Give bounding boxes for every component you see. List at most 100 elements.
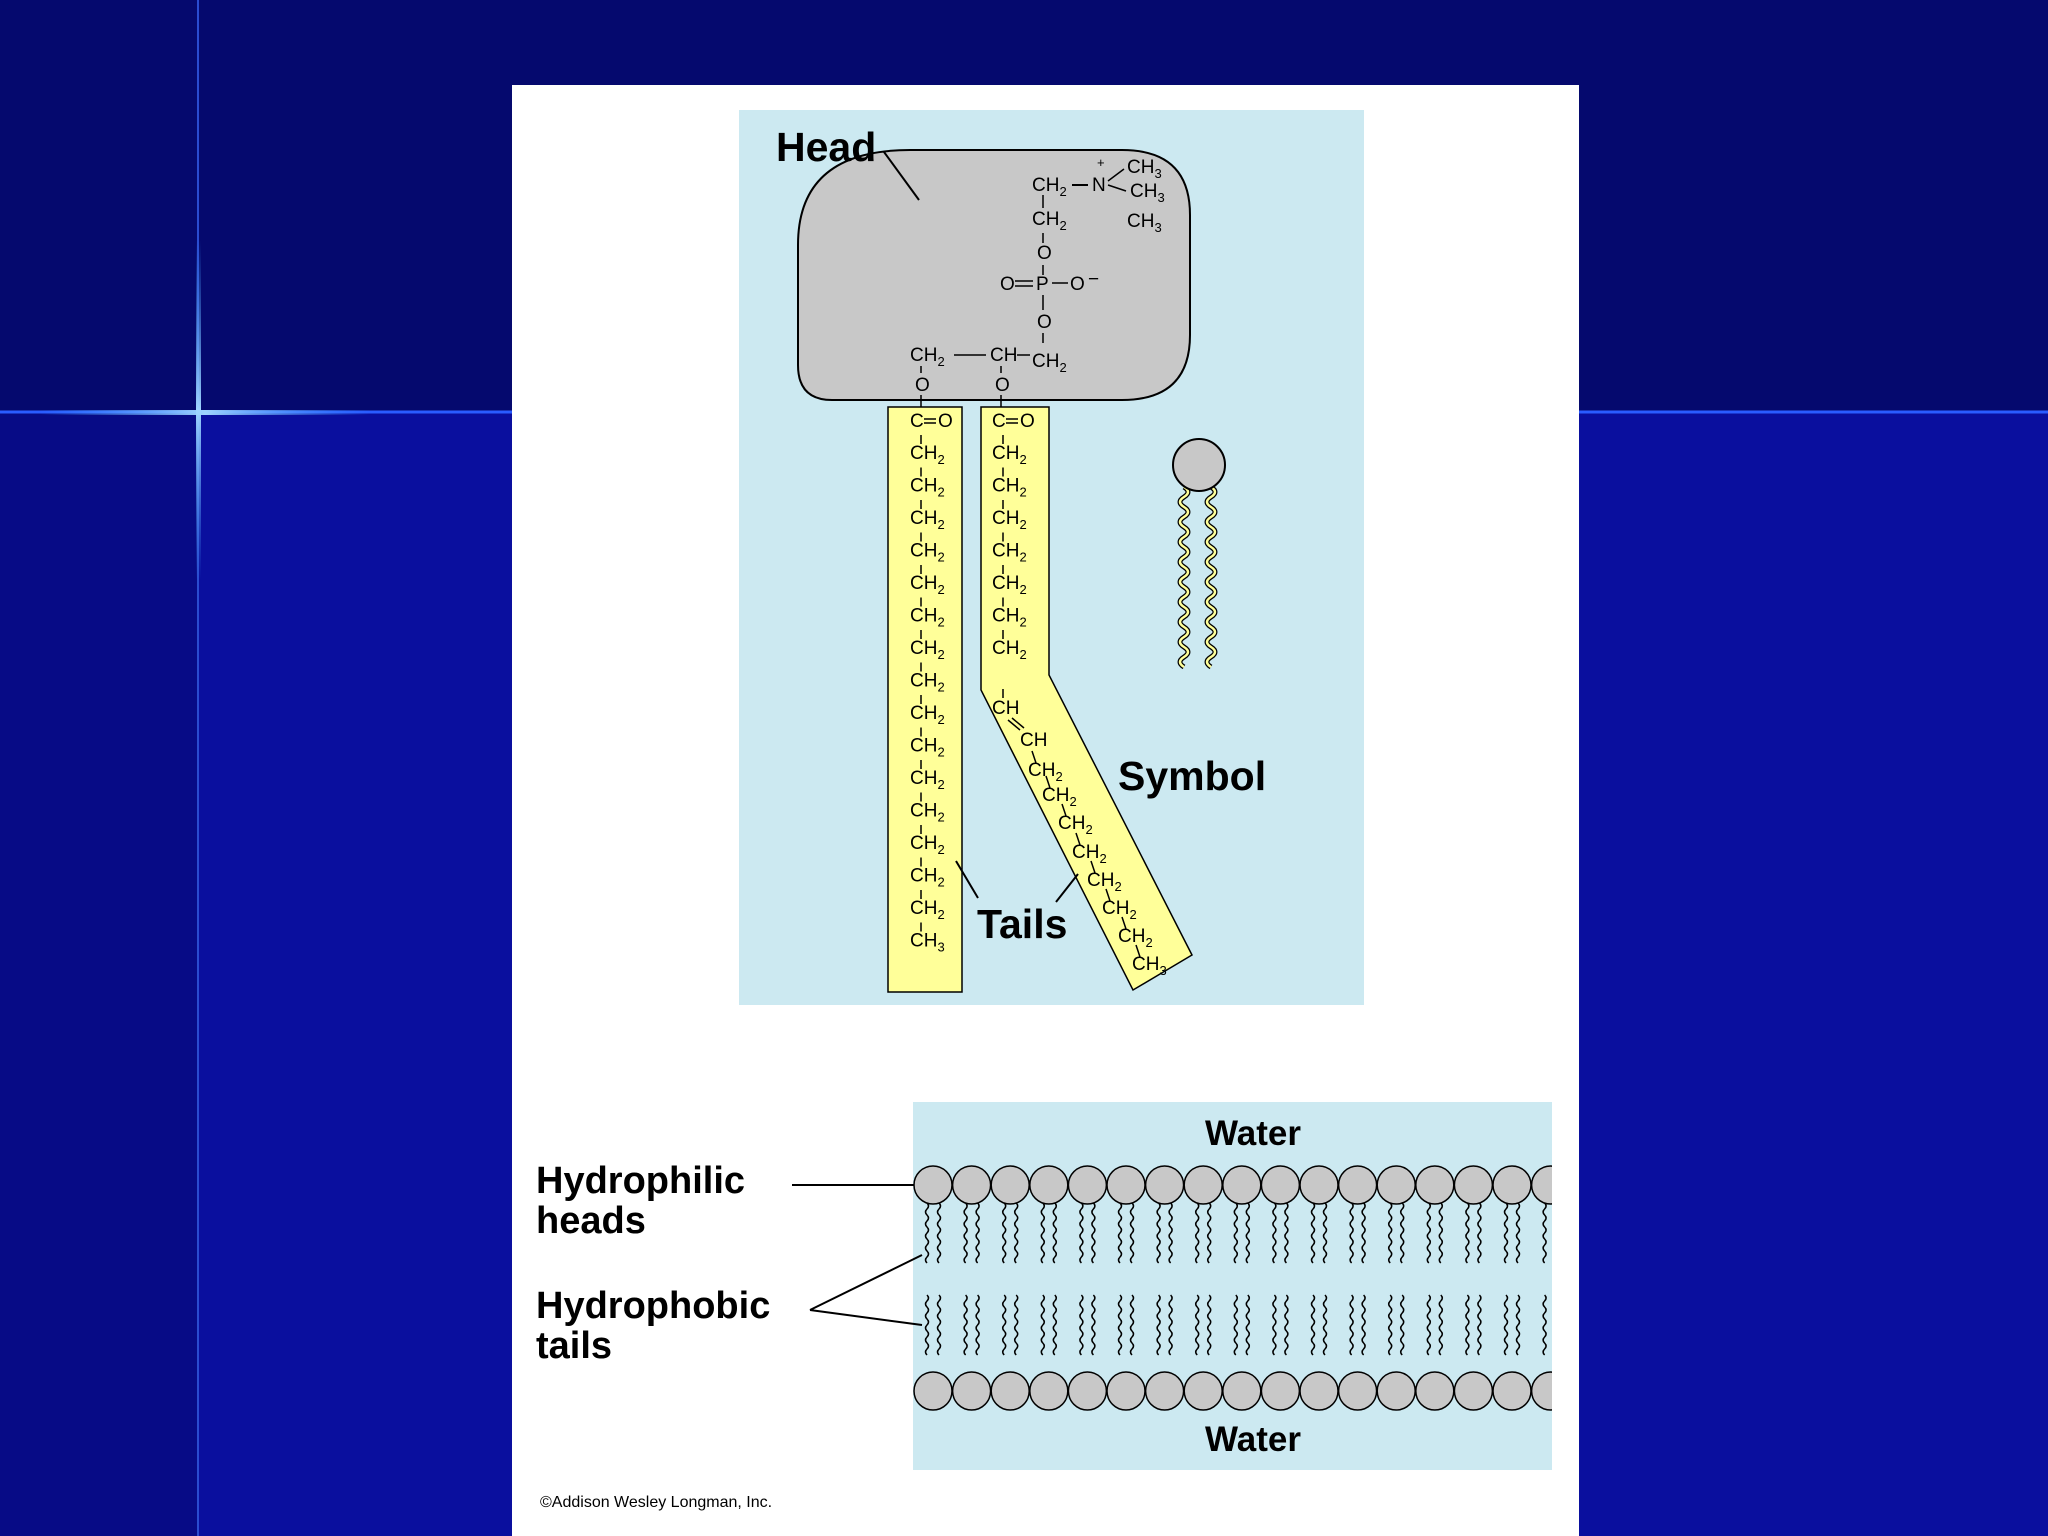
bilayer-head-bottom [913,1371,953,1411]
bilayer-head-top [990,1165,1030,1205]
methylene-group: CH2 [992,573,1027,597]
methyl-group: CH3 [1132,954,1167,978]
head-label: Head [776,124,876,170]
hydrophobic-leader-upper [809,1254,923,1311]
bilayer-tail [924,1294,930,1356]
methylene-group: CH2 [1072,842,1107,866]
svg-text:O: O [1000,274,1015,295]
bilayer-head-bottom [990,1371,1030,1411]
bilayer-tail [1387,1202,1393,1264]
bilayer-head-top [1260,1165,1301,1205]
bilayer-tail [1040,1294,1046,1356]
phospholipid-figure: Head CH2 N + CH3 CH3 CH3 CH2 O O P O − O… [512,85,1579,1536]
tails-leader-right [1055,873,1079,903]
methylene-group: CH2 [910,476,945,500]
tails-leader-left [955,860,979,899]
methylene-group: CH2 [910,541,945,565]
hydrophobic-leader-lower [809,1309,923,1326]
svg-text:P: P [1036,274,1049,295]
methylene-group: CH2 [910,833,945,857]
bilayer-tail [1206,1294,1212,1356]
svg-text:O: O [915,375,930,396]
bilayer-tail [1117,1294,1123,1356]
bilayer-head-bottom [1029,1371,1069,1411]
bilayer-tail [1129,1202,1135,1264]
water-bottom-label: Water [1205,1420,1301,1459]
symbol-head [1172,438,1226,492]
bilayer-head-top [1337,1165,1378,1205]
bilayer-tail [1361,1294,1366,1356]
bilayer-tail [975,1294,980,1356]
head-region [797,149,1191,401]
symbol-label: Symbol [1118,753,1266,799]
bilayer-tail [1052,1202,1058,1264]
bilayer-tail [1052,1294,1058,1356]
svg-text:O: O [995,375,1010,396]
bilayer-head-top [1144,1165,1185,1205]
bilayer-head-top [1415,1165,1455,1205]
bilayer-head-bottom [1106,1371,1146,1411]
bilayer-tail [1322,1202,1328,1264]
bilayer-tail [1001,1202,1007,1264]
bilayer-tail [1079,1294,1084,1356]
hydrophilic-label-line1: Hydrophilic [536,1160,745,1202]
methylene-group: CH2 [992,541,1027,565]
bilayer-head-top [1222,1165,1262,1205]
carbonyl-oxygen: O [1020,411,1035,432]
bilayer-tail [1168,1294,1173,1356]
unsaturated-tail [980,406,1193,992]
svg-text:O: O [1070,274,1085,295]
bilayer-head-bottom [1260,1371,1301,1411]
bilayer-tail [1310,1294,1316,1356]
bilayer-tail [1426,1294,1432,1356]
bilayer-tail [1542,1294,1547,1356]
bilayer-edge-mask [1552,1102,1579,1470]
bilayer-tail [1168,1202,1173,1264]
bilayer-head-top [913,1165,953,1205]
bilayer-head-bottom [1376,1371,1416,1411]
water-top-label: Water [1205,1114,1301,1153]
glycerol-backbone: CH2 CH CH2 O O [910,345,1067,407]
svg-text:O: O [1037,312,1052,333]
bilayer-tail [924,1202,930,1264]
bilayer-tail [1310,1202,1316,1264]
svg-text:−: − [1088,269,1099,290]
svg-text:CH3: CH3 [1130,181,1165,205]
bilayer-head-top [1376,1165,1416,1205]
bilayer-head-top [1453,1165,1494,1205]
bilayer-tail [963,1294,968,1356]
methylene-group: CH2 [992,606,1027,630]
bilayer-tail [1206,1202,1212,1264]
bilayer-head-bottom [1183,1371,1223,1411]
bilayer-tail [1013,1294,1019,1356]
svg-text:CH3: CH3 [1127,211,1162,235]
bilayer-tail [1399,1294,1405,1356]
bilayer-tail [1399,1202,1405,1264]
bilayer-tail [1233,1294,1239,1356]
bilayer-head-bottom [1337,1371,1378,1411]
bilayer-tail [1245,1294,1251,1356]
bilayer-tail [1194,1294,1200,1356]
bilayer-tail [975,1202,980,1264]
bilayer-tail [1515,1294,1521,1356]
copyright-text: ©Addison Wesley Longman, Inc. [540,1494,772,1511]
bilayer-tail [1477,1202,1482,1264]
methylene-group: CH2 [992,443,1027,467]
methylene-group: CH2 [1058,813,1093,837]
alkene-ch: CH [992,698,1019,719]
svg-text:N: N [1092,175,1106,196]
methylene-group: CH2 [910,768,945,792]
phospholipid-symbol [1172,438,1226,670]
bilayer-head-bottom [951,1371,992,1411]
svg-text:CH2: CH2 [1032,351,1067,375]
bilayer-head-top [951,1165,992,1205]
bilayer-head-top [1299,1165,1339,1205]
hydrophobic-label-line2: tails [536,1325,612,1367]
bilayer-tail [936,1294,942,1356]
saturated-tail [887,406,963,993]
methylene-group: CH2 [1028,760,1063,784]
head-leader [883,151,920,201]
bilayer-tail [1349,1294,1354,1356]
